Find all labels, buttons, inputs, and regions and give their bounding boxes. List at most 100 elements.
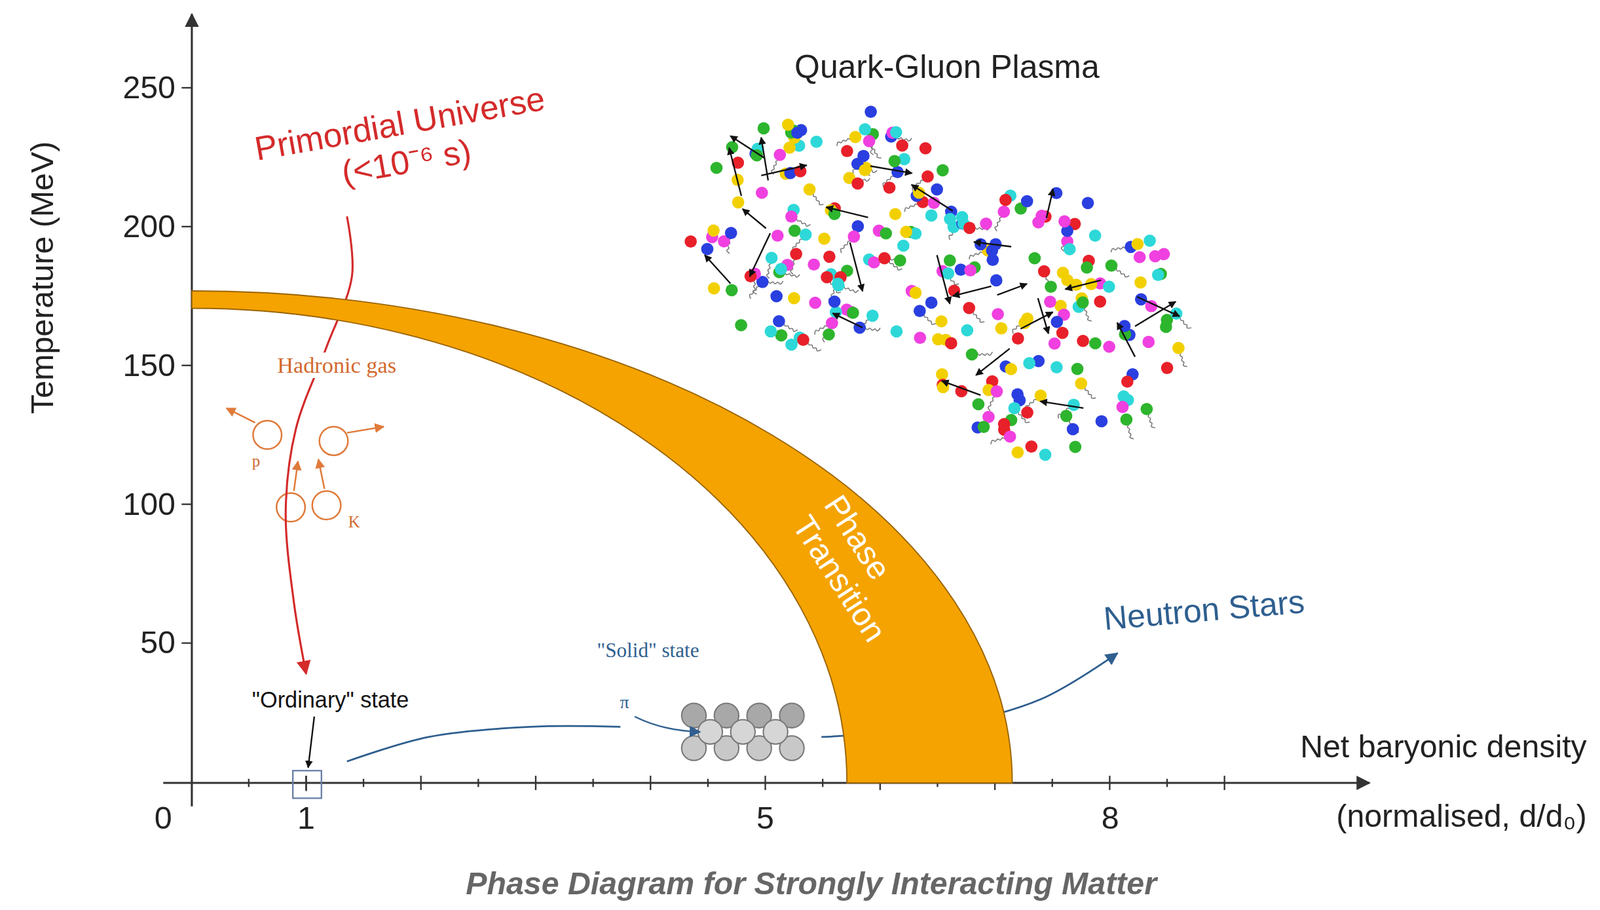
quark-dot: [931, 332, 945, 346]
motion-arrow: [952, 286, 992, 297]
quark-dot: [990, 385, 1004, 398]
band-fill: [191, 290, 1013, 783]
quark-dot: [878, 252, 891, 265]
quark-dot: [807, 258, 820, 271]
quark-dot: [775, 329, 788, 342]
quark-dot: [1011, 332, 1025, 345]
quark-dot: [1095, 415, 1109, 428]
quark-dot: [1121, 375, 1134, 388]
quark-dot: [851, 177, 864, 190]
axis-title: Net baryonic density: [1300, 728, 1587, 766]
quark-dot: [1043, 295, 1057, 308]
quark-dot: [1063, 242, 1077, 256]
quark-dot: [858, 123, 872, 136]
quark-dot: [960, 324, 974, 337]
quark-dot: [1038, 265, 1051, 278]
quark-dot: [1011, 446, 1025, 459]
quark-dot: [1102, 280, 1116, 293]
neutron-star-label: Neutron Stars: [1102, 582, 1306, 638]
quark-dot: [1076, 296, 1090, 309]
quark-dot: [725, 226, 738, 240]
quark-dot: [899, 225, 913, 239]
x-minor-tick: [248, 778, 250, 787]
x-tick: [764, 775, 766, 790]
tick-label: 5: [756, 800, 775, 838]
x-minor-tick: [1051, 778, 1054, 787]
quark-dot: [1004, 362, 1018, 376]
quark-dot: [823, 250, 836, 263]
tick-label: 200: [122, 208, 176, 245]
quark-dot: [1140, 402, 1154, 416]
quark-dot: [1161, 361, 1174, 374]
x-minor-tick: [707, 778, 709, 787]
quark-dot: [956, 210, 969, 224]
quark-dot: [1034, 389, 1048, 403]
quark-dot: [1032, 216, 1045, 229]
quark-dot: [999, 193, 1012, 207]
quark-dot: [788, 224, 801, 238]
quark-dot: [888, 154, 902, 168]
motion-arrow: [1040, 401, 1084, 409]
quark-dot: [895, 139, 909, 152]
quark-dot: [1068, 440, 1082, 454]
quark-dot: [1007, 402, 1021, 415]
motion-arrow: [728, 148, 742, 196]
quark-dot: [921, 170, 934, 183]
ordinary-marker: [292, 770, 322, 798]
y-tick: [181, 87, 192, 89]
quark-dot: [772, 315, 786, 328]
quark-dot: [1050, 360, 1063, 374]
quark-dot: [1131, 237, 1145, 251]
phase-label: Hadronic gas: [274, 352, 400, 378]
motion-arrow: [1046, 188, 1054, 218]
compression-curve: [347, 725, 621, 762]
quark-dot: [913, 304, 927, 317]
quark-dot: [707, 224, 720, 238]
quark-dot: [964, 263, 977, 277]
x-minor-tick: [477, 778, 479, 787]
motion-arrow: [1134, 301, 1176, 327]
quark-dot: [1089, 229, 1102, 242]
motion-arrow: [973, 241, 1012, 247]
quark-dot: [963, 222, 976, 235]
quark-dot: [974, 238, 987, 251]
quark-dot: [825, 316, 839, 330]
quark-dot: [1143, 234, 1156, 247]
quark-dot: [820, 271, 834, 284]
motion-arrow: [730, 135, 765, 158]
quark-dot: [710, 161, 724, 175]
x-axis: [163, 781, 1370, 784]
quark-dot: [1044, 280, 1058, 293]
quark-dot: [919, 142, 932, 155]
quark-dot: [818, 232, 831, 245]
quark-dot: [1004, 430, 1017, 443]
quark-dot: [897, 239, 910, 253]
quark-dot: [985, 244, 999, 257]
quark-dot: [1081, 196, 1095, 209]
quark-dot: [979, 217, 993, 230]
motion-arrow: [941, 380, 981, 395]
quark-dot: [925, 296, 938, 310]
quark-dot: [930, 183, 944, 196]
motion-arrow: [832, 313, 863, 328]
quark-dot: [966, 348, 979, 361]
quark-dot: [858, 163, 872, 177]
tick-label: 250: [122, 69, 176, 107]
quark-dot: [1133, 250, 1147, 264]
motion-arrow: [749, 233, 771, 277]
quark-dot: [770, 290, 783, 303]
quark-dot: [935, 315, 948, 328]
quark-dot: [998, 417, 1011, 431]
tick-label: 0: [154, 800, 173, 838]
quark-dot: [1074, 377, 1088, 390]
quark-dot: [1066, 423, 1080, 436]
state-label: "Solid" state: [596, 638, 699, 663]
y-tick: [181, 225, 192, 228]
quark-dot: [1152, 268, 1165, 281]
quark-dot: [909, 286, 923, 300]
quark-dot: [725, 283, 739, 297]
quark-dot: [863, 134, 876, 148]
quark-dot: [1116, 400, 1130, 414]
motion-arrow: [1136, 296, 1180, 317]
